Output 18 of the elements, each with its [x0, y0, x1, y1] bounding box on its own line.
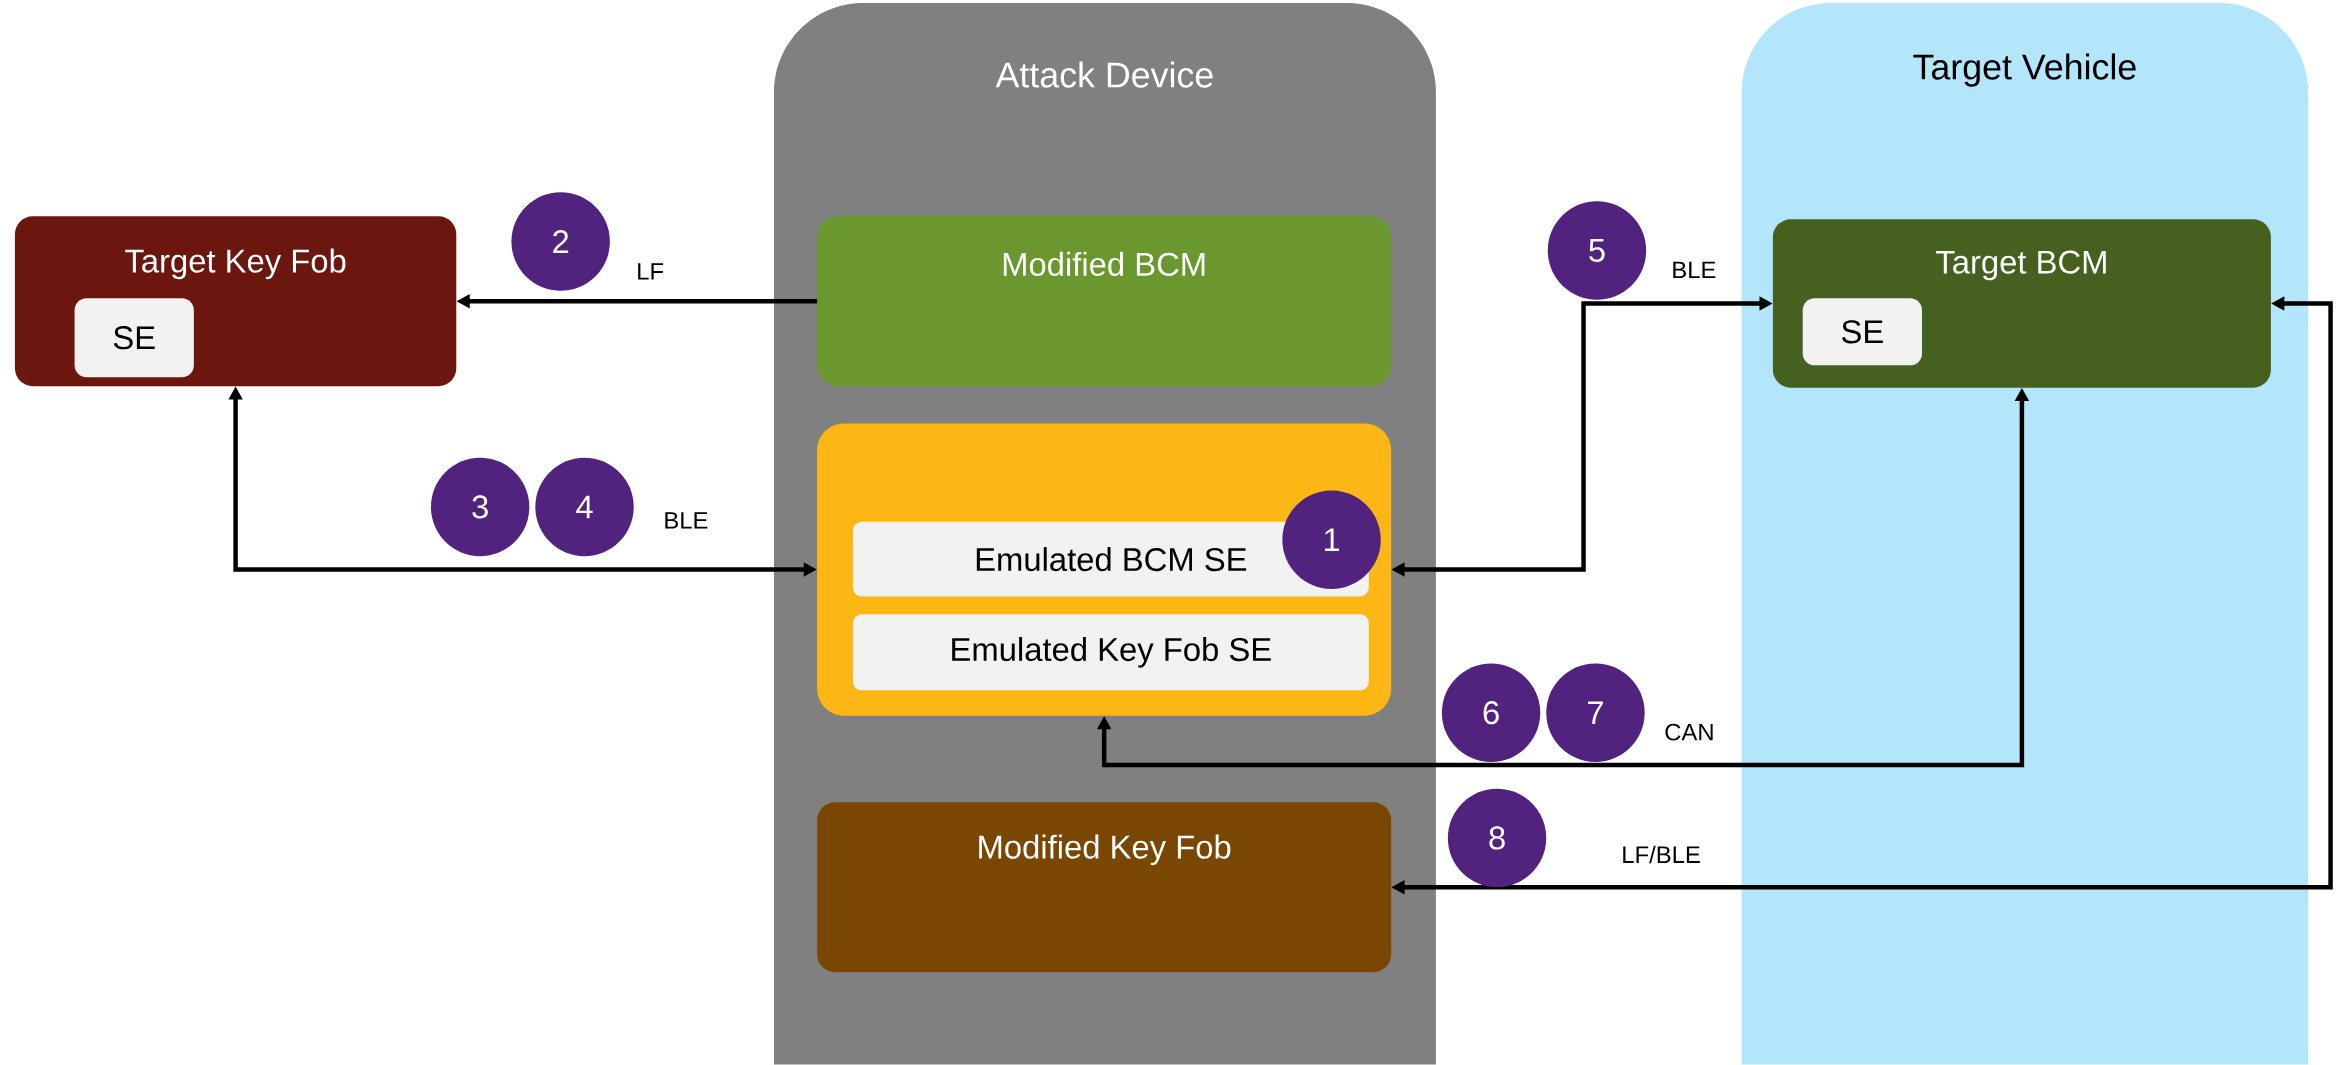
chip-box: SE: [74, 298, 194, 378]
callout-number: 6: [1441, 663, 1541, 763]
edge-label: LF: [638, 263, 664, 280]
chip-box: SE: [1802, 298, 1922, 366]
callout-number: 2: [511, 192, 610, 291]
callout-number: 1: [1282, 490, 1381, 590]
callout-number: 8: [1447, 788, 1547, 888]
callout-number: 3: [430, 457, 530, 557]
callout-number: 4: [535, 457, 634, 557]
module-box: Modified Key Fob: [817, 802, 1392, 973]
edge-label: BLE: [1673, 261, 1716, 279]
chip-box: Emulated Key Fob SE: [852, 614, 1369, 691]
module-box: Modified BCM: [817, 216, 1392, 387]
edge-label: LF/BLE: [1623, 845, 1700, 864]
edge-label: CAN: [1665, 723, 1713, 741]
edge-label: BLE: [665, 512, 708, 529]
callout-number: 5: [1547, 201, 1647, 300]
callout-number: 7: [1546, 663, 1645, 763]
